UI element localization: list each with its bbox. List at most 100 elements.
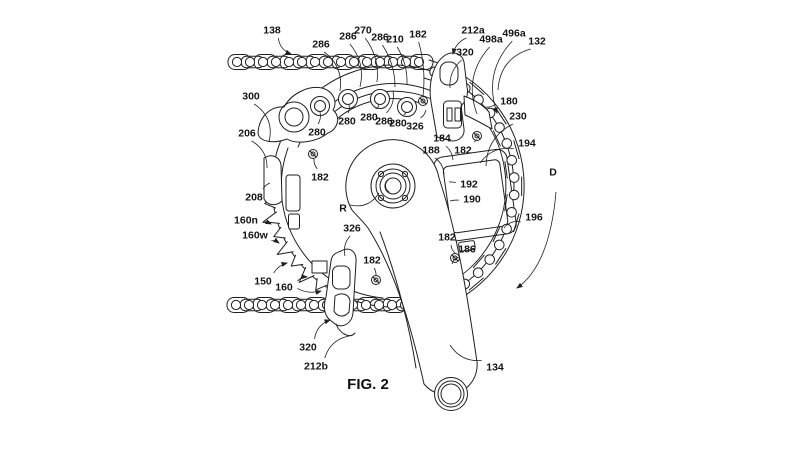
battery-cover [442, 159, 509, 234]
ref-label-182: 182 [454, 145, 472, 157]
ref-label-D: D [549, 167, 557, 179]
ref-leader [343, 235, 351, 257]
rotation-direction-arrow [516, 191, 557, 289]
chain-roller [309, 56, 321, 68]
ref-label-210: 210 [386, 34, 404, 46]
chain-link-plate-edge [504, 193, 508, 212]
chain-roller [493, 239, 505, 251]
spider-arm-boss [278, 101, 310, 133]
spindle-bolt [377, 170, 385, 178]
chain-roller [506, 206, 517, 218]
ref-label-326: 326 [406, 121, 424, 133]
ref-leader [262, 219, 272, 225]
ref-leader [451, 37, 467, 55]
ref-label-498a: 498a [479, 34, 503, 46]
chain-link-plate-edge [492, 130, 501, 147]
ref-leader [323, 51, 341, 92]
chain-roller [295, 299, 307, 311]
chain-roller [373, 299, 385, 311]
pedal-boss [434, 377, 468, 411]
chain-roller [348, 56, 360, 68]
chain-link-plate-edge [492, 226, 501, 243]
ref-leader [277, 37, 292, 55]
chain-upper-run [227, 54, 434, 70]
ref-leader [418, 41, 425, 97]
ref-label-270: 270 [354, 25, 372, 37]
ref-label-182: 182 [363, 255, 381, 267]
screw-182-slot [419, 97, 427, 105]
ref-label-326: 326 [343, 223, 361, 235]
chain-guide-upper-slot [439, 61, 459, 86]
ref-leader [349, 43, 362, 88]
spindle-bolt [401, 194, 409, 202]
ref-leader [449, 59, 462, 89]
chain-roller [282, 299, 294, 311]
screw-182-slot [372, 276, 380, 284]
spider-bolt [338, 89, 358, 109]
ref-leader [479, 147, 514, 164]
ref-leader [503, 221, 521, 229]
ref-label-180: 180 [500, 96, 518, 108]
battery-tab [458, 240, 476, 252]
ring-guard-tab [288, 213, 300, 230]
ref-leader [324, 335, 350, 359]
ref-leader [396, 46, 408, 85]
chain-guide-upper-rib-2 [454, 107, 461, 122]
chainring-tooth [262, 211, 280, 224]
ref-leader [403, 111, 407, 116]
screw-182-slot [451, 254, 459, 262]
ref-leader [497, 48, 531, 91]
ref-label-138: 138 [263, 25, 281, 37]
ref-label-280: 280 [308, 127, 326, 139]
chain-link-plate-edge [504, 161, 508, 179]
ref-leader [473, 139, 478, 143]
chainring-tooth [290, 254, 304, 267]
chain-guide-lower-outline [323, 248, 357, 327]
chain-roller [296, 56, 308, 68]
chain-roller [269, 299, 281, 311]
ref-label-182: 182 [409, 29, 427, 41]
crank-assembly [345, 139, 478, 411]
ref-label-186: 186 [458, 244, 476, 256]
chain-roller [484, 254, 496, 265]
ref-leader [420, 109, 427, 119]
spindle-bolt [377, 194, 385, 202]
chain-guide-lower-clip [311, 260, 328, 274]
ref-label-230: 230 [509, 111, 527, 123]
ring-guard-plate [285, 174, 301, 212]
screw-182-slot [473, 132, 481, 140]
ref-label-286: 286 [375, 116, 393, 128]
crank-arm-contour [379, 231, 417, 369]
ref-label-192: 192 [460, 179, 478, 191]
ref-leader [273, 262, 288, 274]
ring-guard-blob [263, 155, 283, 206]
ref-leader [364, 37, 378, 83]
chain-guide-upper-window [443, 100, 462, 129]
screw-182-head [474, 133, 480, 139]
ref-label-286: 286 [339, 31, 357, 43]
spider-bolt-head [374, 93, 386, 105]
ref-leader [296, 274, 308, 282]
ref-leader [347, 104, 350, 114]
chain-roller [374, 56, 386, 68]
spider-bolt-head [342, 93, 354, 105]
ref-leader [375, 104, 380, 110]
chain-roller [335, 56, 347, 68]
chain-roller [386, 299, 398, 311]
chain-roller [508, 172, 520, 183]
ref-label-R: R [339, 203, 347, 215]
ref-leader [297, 288, 322, 295]
chain-link-plate-edge [513, 140, 520, 160]
ref-label-300: 300 [242, 91, 260, 103]
ref-leader [271, 237, 280, 244]
chain-roller [270, 56, 282, 68]
chain-roller [501, 138, 513, 149]
ref-label-188: 188 [422, 145, 440, 157]
ref-label-286: 286 [371, 32, 389, 44]
chain-roller [308, 299, 320, 311]
ref-label-134: 134 [486, 362, 504, 374]
ref-label-206: 206 [238, 128, 256, 140]
chain-link-plate-edge [495, 248, 507, 265]
